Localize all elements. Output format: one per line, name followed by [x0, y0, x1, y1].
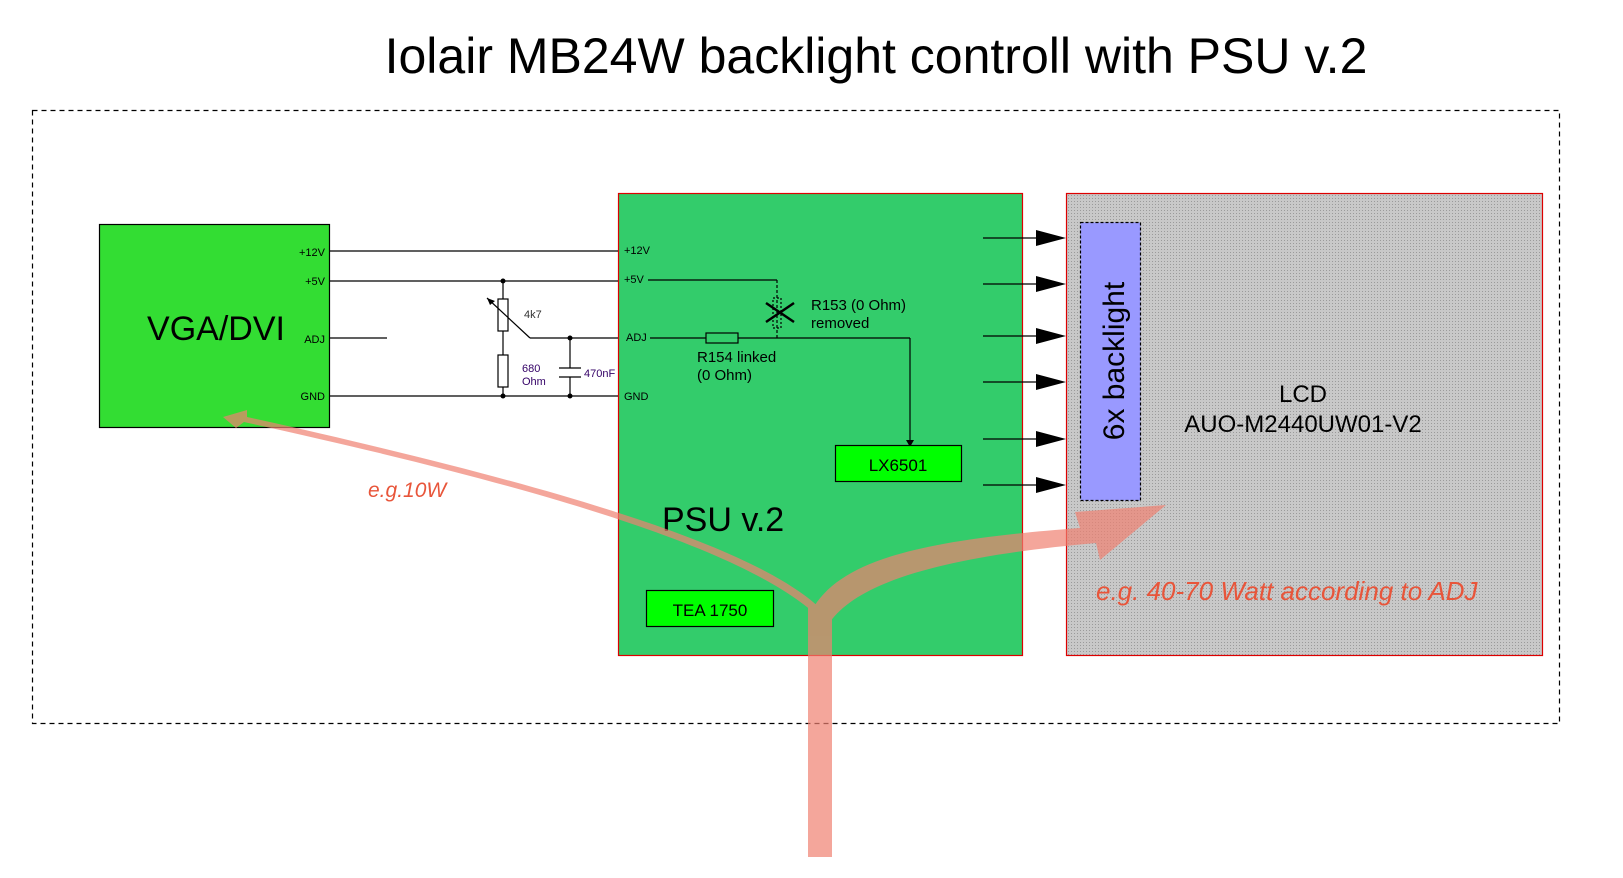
resistor-label-unit: Ohm: [522, 376, 546, 388]
r153-removed-x-icon: [765, 301, 795, 324]
backlight-block: 6x backlight: [1079, 221, 1142, 502]
r153-status: removed: [811, 315, 869, 332]
psu-pin-gnd: GND: [624, 391, 649, 403]
chip-lx6501: LX6501: [834, 444, 963, 483]
system-boundary-frame: [31, 109, 1561, 725]
junction-dots: [500, 278, 573, 399]
lcd-label: LCD: [1279, 381, 1327, 408]
lcd-model-label: AUO-M2440UW01-V2: [1184, 411, 1421, 438]
psu-pin-5v: +5V: [624, 274, 645, 286]
potentiometer-4k7: [497, 298, 509, 332]
psu-pin-12v: +12V: [624, 245, 651, 257]
vga-pin-adj: ADJ: [304, 334, 325, 346]
pot-label: 4k7: [524, 309, 542, 321]
chip-tea1750-label: TEA 1750: [673, 601, 748, 620]
r154-value: (0 Ohm): [697, 367, 752, 384]
arrow-right-icon: [1036, 477, 1066, 493]
arrow-right-icon: [1036, 374, 1066, 390]
vga-dvi-block: VGA/DVI +12V +5V ADJ GND: [98, 223, 331, 429]
power-label-lcd: e.g. 40-70 Watt according to ADJ: [1096, 576, 1479, 606]
power-input-bar: [808, 605, 832, 857]
vga-pin-12v: +12V: [299, 247, 326, 259]
potentiometer-arrow-icon: [487, 298, 495, 305]
r153-removed-outline: [772, 297, 782, 329]
arrow-right-icon: [1036, 230, 1066, 246]
r154-label: R154 linked: [697, 349, 776, 366]
vga-pin-gnd: GND: [301, 391, 326, 403]
vga-pin-5v: +5V: [305, 276, 326, 288]
arrow-right-icon: [1036, 431, 1066, 447]
r153-label: R153 (0 Ohm): [811, 297, 906, 314]
power-label-vga: e.g.10W: [368, 479, 448, 502]
resistor-label: 680: [522, 363, 540, 375]
psu-label: PSU v.2: [662, 501, 784, 539]
lx6501-input-arrow-icon: [906, 440, 914, 447]
arrow-right-icon: [1036, 328, 1066, 344]
vga-dvi-label: VGA/DVI: [147, 310, 285, 348]
chip-lx6501-label: LX6501: [869, 456, 928, 475]
lcd-block: LCD AUO-M2440UW01-V2: [1065, 192, 1544, 657]
capacitor-label: 470nF: [584, 368, 615, 380]
diagram-title: Iolair MB24W backlight controll with PSU…: [385, 28, 1368, 84]
arrow-right-icon: [1036, 276, 1066, 292]
power-flow-to-lcd-arrow: [812, 505, 1166, 622]
resistor-680: [497, 354, 509, 388]
backlight-label: 6x backlight: [1098, 281, 1131, 440]
wires: [330, 250, 618, 397]
potentiometer-wiper: [486, 297, 531, 339]
psu-internal-wires: [648, 279, 911, 440]
backlight-output-arrows: [983, 230, 1066, 493]
chip-tea1750: TEA 1750: [645, 589, 775, 628]
psu-pin-adj: ADJ: [626, 332, 647, 344]
power-flow: [223, 410, 1166, 857]
psu-block: +12V +5V ADJ GND PSU v.2: [617, 192, 1024, 657]
